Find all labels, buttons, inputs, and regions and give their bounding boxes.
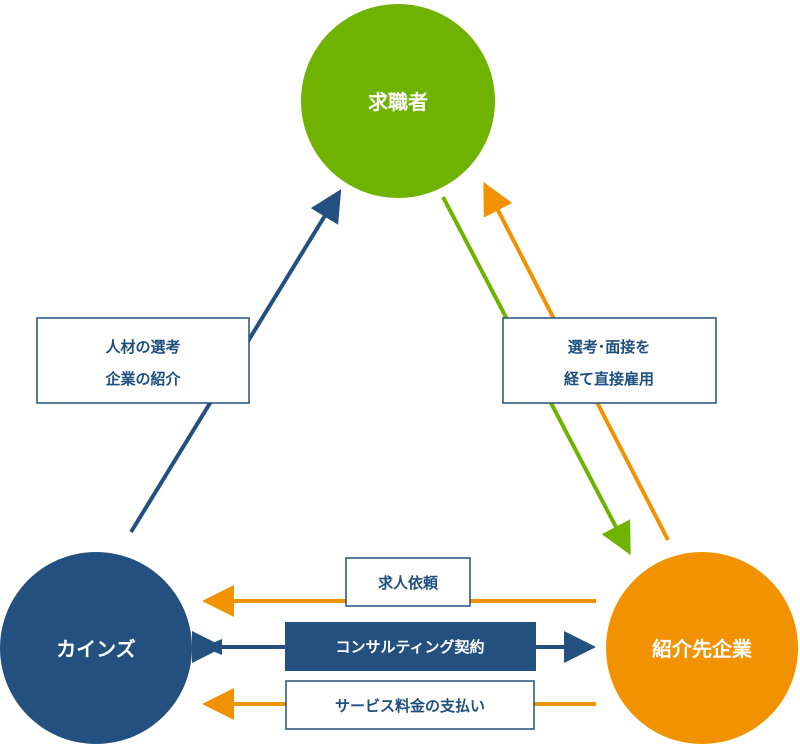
hire-label-line2: 経て直接雇用: [564, 370, 654, 388]
payment-label-box: [285, 680, 535, 730]
contract-label: コンサルティング契約: [335, 638, 484, 656]
company-label: 紹介先企業: [652, 637, 753, 661]
request-label-box: [345, 557, 471, 607]
recruit-label-box: [36, 317, 250, 404]
hire-label-line1: 選考･面接を: [568, 338, 651, 356]
request-label: 求人依頼: [378, 574, 439, 592]
payment-label: サービス料金の支払い: [335, 697, 485, 715]
arrow-contract-left-head: [203, 639, 222, 655]
job-seeker-label: 求職者: [368, 90, 428, 114]
recruit-label-line2: 企業の紹介: [104, 370, 181, 388]
job-seeker-node: [301, 4, 495, 198]
contract-label-box: [285, 622, 536, 671]
hire-label-box: [502, 317, 717, 404]
kains-node: [0, 552, 192, 744]
recruit-label-line1: 人材の選考: [105, 338, 180, 356]
company-node: [606, 552, 798, 744]
kains-label: カインズ: [56, 637, 136, 661]
